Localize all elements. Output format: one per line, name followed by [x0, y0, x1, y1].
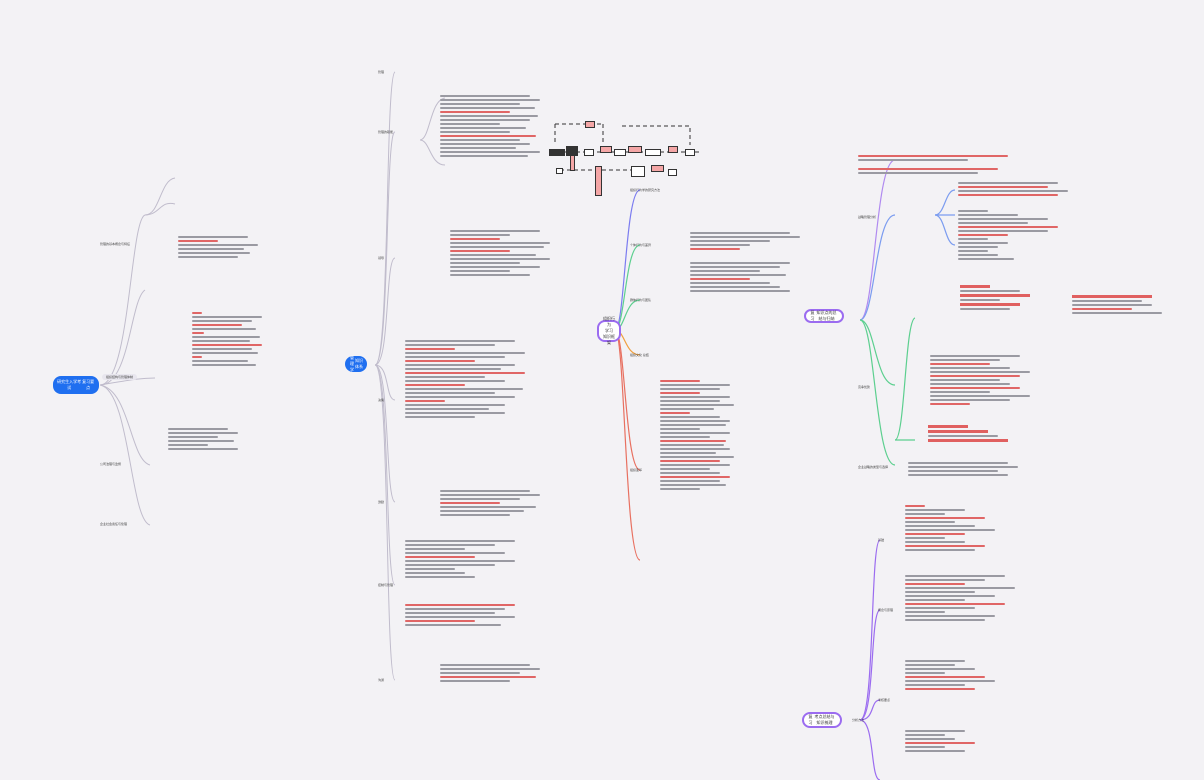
note-block: [405, 540, 525, 580]
note-block: [958, 182, 1068, 198]
branch-label[interactable]: 管理的基本概念与特征: [100, 242, 131, 246]
note-block: [908, 462, 1018, 478]
flow-box[interactable]: [570, 155, 575, 171]
note-block: [905, 575, 1015, 623]
branch-label[interactable]: 组织结构与管理体制: [102, 374, 138, 380]
root-sublabel: 知识体系: [355, 358, 363, 369]
note-block: [660, 380, 740, 492]
note-block: [958, 238, 1018, 262]
flow-box[interactable]: [628, 146, 642, 153]
note-block: [440, 664, 540, 684]
note-block: [405, 340, 525, 420]
note-block: [690, 232, 800, 252]
note-block: [960, 285, 1040, 312]
note-block: [440, 490, 540, 518]
note-block: [905, 660, 1005, 692]
flow-box[interactable]: [668, 146, 678, 153]
root-node-2[interactable]: 管理学 知识体系: [345, 355, 367, 372]
branch-label[interactable]: 组织行为学的研究方法: [630, 188, 661, 192]
note-block: [930, 355, 1030, 407]
branch-label[interactable]: 考核要点: [878, 698, 891, 702]
note-block: [405, 604, 525, 628]
note-block: [928, 425, 1018, 442]
flow-box[interactable]: [585, 121, 595, 128]
branch-label[interactable]: 控制与管理: [378, 583, 394, 587]
flow-box[interactable]: [614, 149, 626, 156]
note-block: [192, 312, 262, 368]
note-block: [905, 730, 985, 754]
branch-label[interactable]: 组织文化 总结: [630, 353, 649, 357]
branch-label[interactable]: 竞争优势: [858, 385, 871, 389]
root-label: 复习: [808, 714, 813, 725]
root-label: 复习: [810, 310, 815, 321]
note-block: [178, 236, 258, 260]
branch-label[interactable]: 战略管理分析: [858, 215, 877, 219]
branch-label[interactable]: 分析方法: [852, 718, 865, 722]
root-label: 组织行为学习知识框架: [603, 316, 615, 345]
flow-box[interactable]: [645, 149, 661, 156]
branch-label[interactable]: 组织变革: [630, 468, 643, 472]
branch-label[interactable]: 群体行为与团队: [630, 298, 652, 302]
note-block: [858, 155, 1008, 163]
root-sublabel: 复习要点: [82, 379, 95, 390]
root-node-4[interactable]: 复习 知识点的总结与归纳: [804, 309, 844, 323]
branch-label[interactable]: 决策: [378, 398, 385, 402]
root-label: 管理学: [350, 355, 354, 372]
flow-box[interactable]: [595, 166, 602, 196]
note-block: [1072, 295, 1162, 316]
flow-box[interactable]: [651, 165, 664, 172]
branch-label[interactable]: 公司治理与监督: [100, 462, 122, 466]
root-sublabel: 知识点的总结与归纳: [816, 310, 837, 321]
root-sublabel: 考点总结与知识梳理: [814, 714, 835, 725]
flow-box[interactable]: [685, 149, 695, 156]
flow-box[interactable]: [549, 149, 565, 156]
flow-box[interactable]: [668, 169, 677, 176]
note-block: [958, 210, 1058, 238]
branch-label[interactable]: 管理: [378, 70, 385, 74]
root-node-1[interactable]: 研究生入学考试 复习要点: [53, 376, 99, 394]
note-block: [168, 428, 238, 452]
root-node-5[interactable]: 复习 考点总结与知识梳理: [802, 712, 842, 728]
flow-box[interactable]: [556, 168, 563, 174]
branch-label[interactable]: 领导: [378, 256, 385, 260]
branch-label[interactable]: 基础: [878, 538, 885, 542]
note-block: [905, 505, 1005, 553]
flow-box[interactable]: [600, 146, 612, 153]
flow-box[interactable]: [584, 149, 594, 156]
branch-label[interactable]: 管理的职能: [378, 130, 394, 134]
flow-box[interactable]: [631, 166, 645, 177]
root-node-3[interactable]: 组织行为学习知识框架: [597, 316, 621, 345]
branch-label[interactable]: 沟通: [378, 678, 385, 682]
branch-label[interactable]: 个体行为与差异: [630, 243, 652, 247]
note-block: [690, 262, 790, 294]
note-block: [450, 230, 550, 278]
branch-label[interactable]: 激励: [378, 500, 385, 504]
note-block: [440, 95, 540, 159]
branch-label[interactable]: 概念与原理: [878, 608, 894, 612]
branch-label[interactable]: 企业社会责任与伦理: [100, 522, 128, 526]
root-label: 研究生入学考试: [57, 379, 82, 390]
branch-label[interactable]: 企业战略的类型与选择: [858, 465, 889, 469]
note-block: [858, 168, 998, 176]
